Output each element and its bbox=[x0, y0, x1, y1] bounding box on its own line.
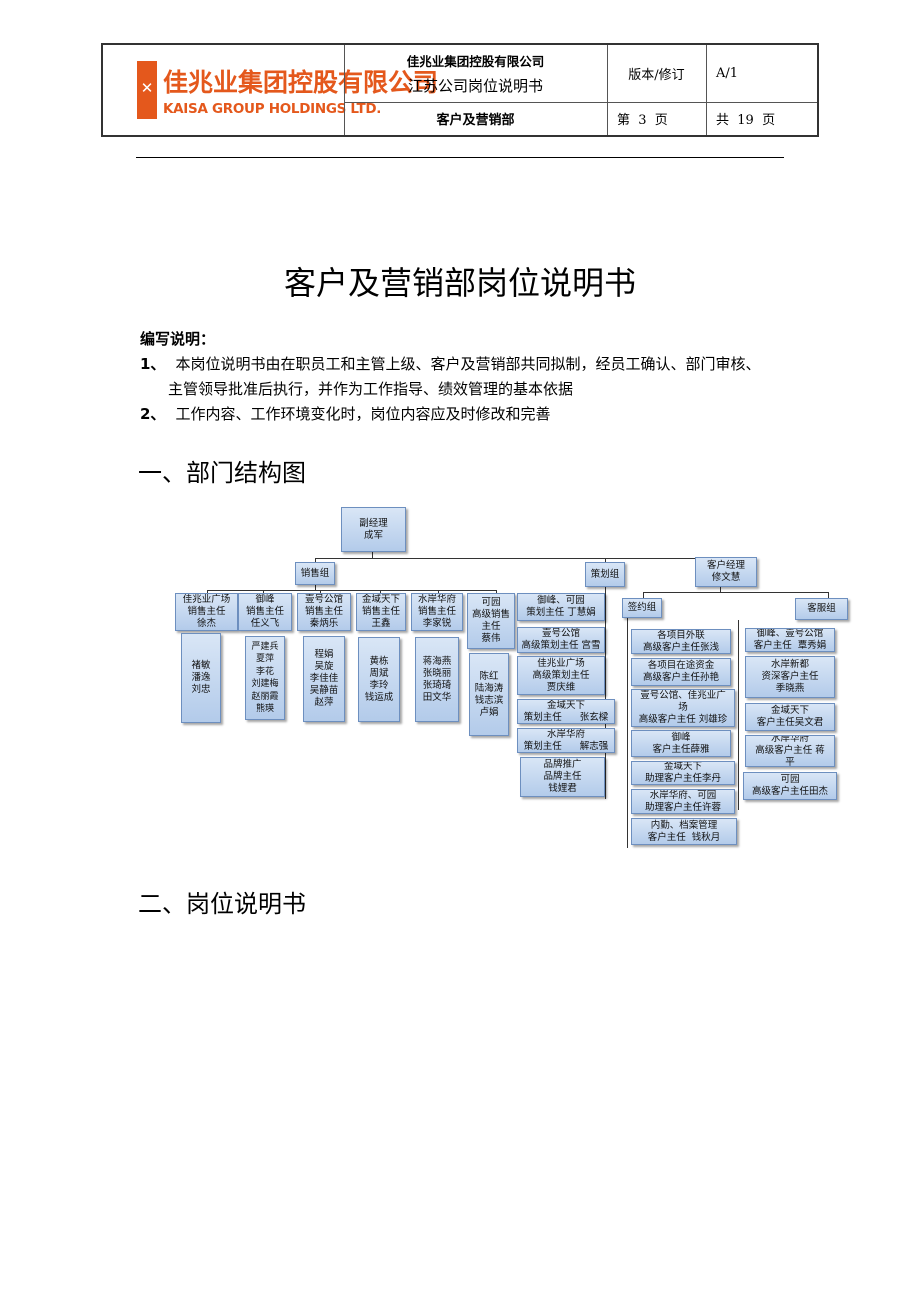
note-item-1-cont: 主管领导批准后执行，并作为工作指导、绩效管理的基本依据 bbox=[168, 380, 574, 398]
logo-mark-icon: ✕ bbox=[137, 61, 157, 119]
org-node-planning-group: 策划组 bbox=[585, 562, 625, 587]
org-node-planning-staff: 品牌推广品牌主任钱娌君 bbox=[520, 757, 605, 797]
header-company: 佳兆业集团控股有限公司 bbox=[406, 54, 545, 69]
notes-heading: 编写说明： bbox=[140, 330, 216, 348]
org-node-sales-lead: 御峰销售主任任义飞 bbox=[238, 593, 292, 631]
org-node-sales-staff: 严建兵夏萍李花刘建梅赵丽霞熊瑛 bbox=[245, 636, 285, 720]
org-node-service-staff: 金域天下客户主任吴文君 bbox=[745, 703, 835, 731]
org-node-sales-lead: 佳兆业广场销售主任徐杰 bbox=[175, 593, 238, 631]
note-text: 本岗位说明书由在职员工和主管上级、客户及营销部共同拟制，经员工确认、部门审核、 bbox=[175, 355, 761, 373]
org-node-service-staff: 水岸华府高级客户主任 蒋平 bbox=[745, 735, 835, 767]
company-logo: ✕ 佳兆业集团控股有限公司 KAISA GROUP HOLDINGS LTD. bbox=[115, 57, 438, 123]
org-node-service-staff: 可园高级客户主任田杰 bbox=[743, 772, 837, 800]
page-title: 客户及营销部岗位说明书 bbox=[283, 264, 636, 302]
org-node-sales-lead: 壹号公馆销售主任秦炳乐 bbox=[297, 593, 351, 631]
org-node-deputy-manager: 副经理成军 bbox=[341, 507, 406, 552]
org-node-signing-staff: 水岸华府、可园助理客户主任许蓉 bbox=[631, 789, 735, 814]
version-label: 版本/修订 bbox=[628, 68, 685, 83]
org-node-sales-staff: 蒋海燕张晓丽张琦琦田文华 bbox=[415, 637, 459, 722]
org-node-signing-staff: 壹号公馆、佳兆业广场高级客户主任 刘雄珍 bbox=[631, 689, 735, 727]
section-heading-structure: 一、部门结构图 bbox=[138, 459, 306, 487]
note-number: 2、 bbox=[140, 405, 166, 423]
org-node-signing-staff: 各项目外联高级客户主任张浅 bbox=[631, 629, 731, 654]
note-item-2: 2、工作内容、工作环境变化时，岗位内容应及时修改和完善 bbox=[140, 403, 550, 424]
header-divider bbox=[136, 157, 784, 158]
org-node-sales-group: 销售组 bbox=[295, 562, 335, 585]
org-node-planning-staff: 佳兆业广场高级策划主任贾庆维 bbox=[517, 656, 605, 695]
org-node-signing-staff: 金域天下助理客户主任李丹 bbox=[631, 761, 735, 785]
org-node-sales-staff: 陈红陆海涛钱志滨卢娟 bbox=[469, 653, 509, 736]
org-node-planning-staff: 壹号公馆高级策划主任 宫雪 bbox=[517, 627, 605, 653]
org-node-customer-manager: 客户经理修文慧 bbox=[695, 557, 757, 587]
header-doc-name: 江苏公司岗位说明书 bbox=[407, 77, 543, 95]
note-item-1: 1、本岗位说明书由在职员工和主管上级、客户及营销部共同拟制，经员工确认、部门审核… bbox=[140, 353, 760, 374]
note-number: 1、 bbox=[140, 355, 166, 373]
org-node-sales-lead: 金域天下销售主任王鑫 bbox=[356, 593, 406, 631]
org-node-planning-staff: 金域天下策划主任 张玄樑 bbox=[517, 699, 615, 724]
page-total: 共 19 页 bbox=[716, 113, 776, 128]
org-node-sales-lead: 可园高级销售主任蔡伟 bbox=[467, 593, 515, 649]
org-node-sales-staff: 褚敏潘逸刘忠 bbox=[181, 633, 221, 723]
org-chart: 副经理成军 销售组 策划组 客户经理修文慧 佳兆业广场销售主任徐杰 御峰销售主任… bbox=[165, 500, 855, 850]
org-node-service-staff: 御峰、壹号公馆客户主任 覃秀娟 bbox=[745, 628, 835, 652]
org-node-planning-staff: 御峰、可园策划主任 丁慧娟 bbox=[517, 593, 605, 621]
org-node-planning-staff: 水岸华府策划主任 解志强 bbox=[517, 728, 615, 753]
note-text: 工作内容、工作环境变化时，岗位内容应及时修改和完善 bbox=[175, 405, 551, 423]
org-node-service-group: 客服组 bbox=[795, 598, 848, 620]
org-node-signing-staff: 各项目在途资金高级客户主任孙艳 bbox=[631, 658, 731, 686]
version-value: A/1 bbox=[716, 66, 739, 81]
logo-english-name: KAISA GROUP HOLDINGS LTD. bbox=[163, 101, 382, 117]
org-node-signing-group: 签约组 bbox=[622, 598, 662, 618]
header-table: ✕ 佳兆业集团控股有限公司 KAISA GROUP HOLDINGS LTD. … bbox=[101, 43, 819, 137]
org-node-signing-staff: 御峰客户主任薛雅 bbox=[631, 730, 731, 757]
org-node-sales-staff: 程娟吴旋李佳佳吴静苗赵萍 bbox=[303, 636, 345, 722]
org-node-signing-staff: 内勤、档案管理客户主任 钱秋月 bbox=[631, 818, 737, 845]
org-node-service-staff: 水岸新都资深客户主任季晓燕 bbox=[745, 656, 835, 698]
header-department: 客户及营销部 bbox=[436, 113, 515, 128]
section-heading-job-descriptions: 二、岗位说明书 bbox=[138, 890, 306, 918]
logo-chinese-name: 佳兆业集团控股有限公司 bbox=[163, 68, 439, 97]
org-node-sales-lead: 水岸华府销售主任李家锐 bbox=[411, 593, 463, 631]
page-current: 第 3 页 bbox=[617, 113, 668, 128]
org-node-sales-staff: 黄栋周斌李玲钱运成 bbox=[358, 637, 400, 722]
